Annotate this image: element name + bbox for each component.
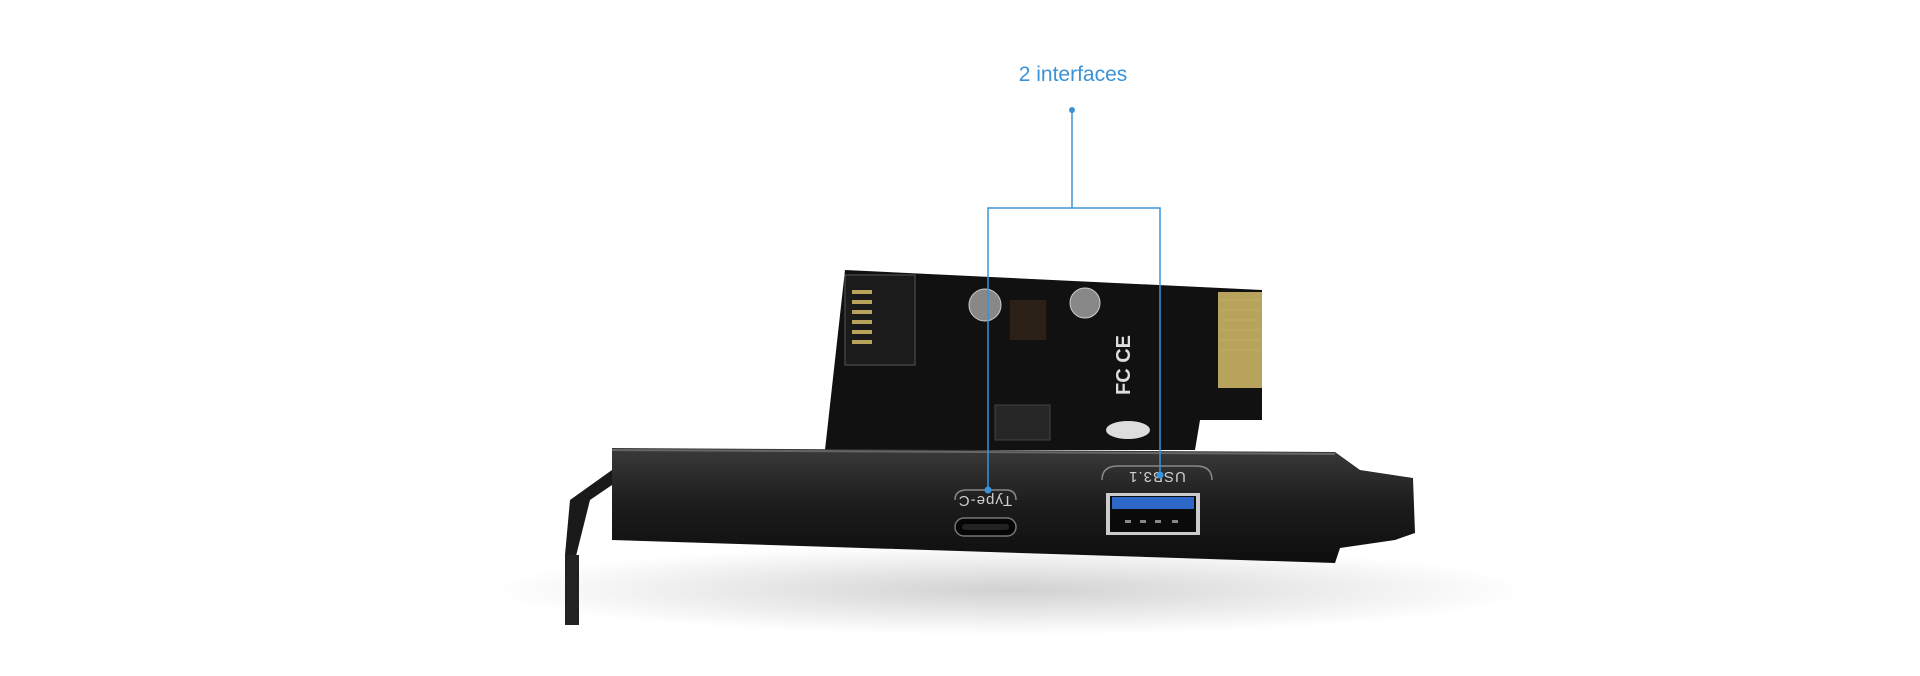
callout-dot-type-c bbox=[984, 486, 992, 494]
inductor bbox=[1010, 300, 1046, 340]
drop-shadow bbox=[490, 545, 1530, 635]
capacitor-2 bbox=[1069, 287, 1101, 319]
fc-ce-marks: FC CE bbox=[1113, 335, 1135, 395]
metal-bracket bbox=[565, 448, 1415, 625]
callout-connector bbox=[987, 110, 1161, 490]
type-c-port[interactable]: Type-C bbox=[954, 489, 1017, 537]
crystal bbox=[1106, 421, 1150, 439]
callout-title: 2 interfaces bbox=[1018, 63, 1128, 86]
controller-chip bbox=[994, 404, 1051, 441]
type-c-label: Type-C bbox=[958, 492, 1012, 509]
callout-dot-usb bbox=[1156, 471, 1164, 479]
callout-dot-top bbox=[1069, 107, 1075, 113]
capacitor-1 bbox=[968, 288, 1002, 322]
bracket-tab bbox=[565, 555, 579, 625]
circuit-board: FC CE bbox=[825, 270, 1262, 450]
